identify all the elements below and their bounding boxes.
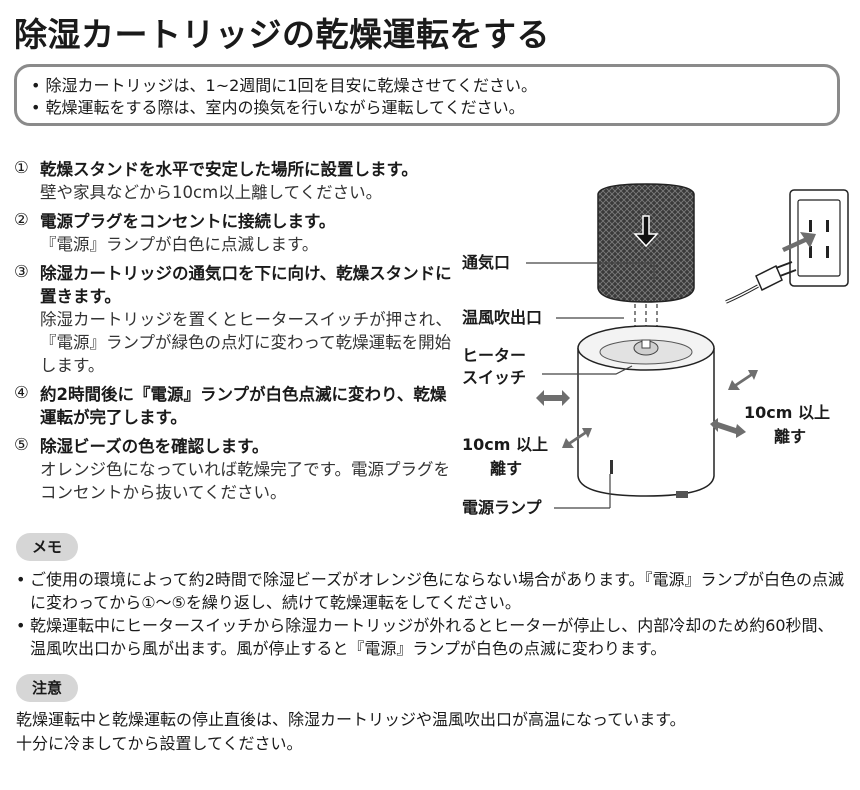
caution-badge: 注意	[16, 674, 79, 702]
illustration-svg	[526, 183, 849, 509]
step-main: 除湿カートリッジの通気口を下に向け、乾燥スタンドに置きます。	[40, 264, 452, 306]
step-sub: 『電源』ランプが白色に点滅します。	[40, 235, 319, 254]
notice-item: 乾燥運転をする際は、室内の換気を行いながら運転してください。	[31, 97, 837, 119]
distance-left-label-1: 10cm 以上	[462, 435, 548, 454]
wall-outlet-icon	[789, 189, 849, 287]
warm-air-outlet-label: 温風吹出口	[462, 308, 543, 327]
drying-stand-illustration: 通気口 温風吹出口 ヒーター スイッチ 10cm 以上 離す 10cm 以上 離…	[456, 176, 856, 526]
drying-stand-icon	[577, 325, 715, 498]
vent-label: 通気口	[462, 253, 511, 272]
step-1: ① 乾燥スタンドを水平で安定した場所に設置します。 壁や家具などから10cm以上…	[14, 158, 454, 204]
notice-item: 除湿カートリッジは、1~2週間に1回を目安に乾燥させてください。	[31, 75, 837, 97]
distance-right-label-1: 10cm 以上	[744, 403, 830, 422]
step-number: ⑤	[14, 435, 29, 454]
step-sub: オレンジ色になっていれば乾燥完了です。電源プラグをコンセントから抜いてください。	[40, 460, 451, 502]
step-number: ①	[14, 158, 29, 177]
step-sub: 壁や家具などから10cm以上離してください。	[40, 183, 383, 202]
step-number: ②	[14, 210, 29, 229]
distance-right-label-2: 離す	[774, 427, 807, 446]
caution-text: 乾燥運転中と乾燥運転の停止直後は、除湿カートリッジや温風吹出口が高温になっていま…	[16, 708, 846, 756]
step-number: ④	[14, 383, 29, 402]
distance-left-label-2: 離す	[490, 459, 523, 478]
memo-item: ご使用の環境によって約2時間で除湿ビーズがオレンジ色にならない場合があります。『…	[16, 568, 846, 614]
page-title: 除湿カートリッジの乾燥運転をする	[14, 15, 550, 54]
cartridge-icon	[597, 183, 695, 303]
memo-item: 乾燥運転中にヒータースイッチから除湿カートリッジが外れるとヒーターが停止し、内部…	[16, 614, 846, 660]
notice-box: 除湿カートリッジは、1~2週間に1回を目安に乾燥させてください。 乾燥運転をする…	[14, 64, 840, 126]
heater-switch-label-1: ヒーター	[462, 346, 527, 365]
step-sub: 除湿カートリッジを置くとヒータースイッチが押され、『電源』ランプが緑色の点灯に変…	[40, 310, 452, 375]
step-number: ③	[14, 262, 29, 281]
memo-list: ご使用の環境によって約2時間で除湿ビーズがオレンジ色にならない場合があります。『…	[16, 568, 846, 660]
step-main: 乾燥スタンドを水平で安定した場所に設置します。	[40, 160, 418, 179]
memo-badge: メモ	[16, 533, 79, 561]
leader-lines	[526, 262, 655, 509]
step-main: 約2時間後に『電源』ランプが白色点滅に変わり、乾燥運転が完了します。	[40, 385, 447, 427]
distance-arrow-icon	[536, 370, 758, 448]
step-5: ⑤ 除湿ビーズの色を確認します。 オレンジ色になっていれば乾燥完了です。電源プラ…	[14, 435, 454, 504]
caution-line: 乾燥運転中と乾燥運転の停止直後は、除湿カートリッジや温風吹出口が高温になっていま…	[16, 710, 686, 729]
step-main: 電源プラグをコンセントに接続します。	[40, 212, 336, 231]
power-lamp-label: 電源ランプ	[462, 498, 542, 517]
step-4: ④ 約2時間後に『電源』ランプが白色点滅に変わり、乾燥運転が完了します。	[14, 383, 454, 429]
power-plug-icon	[725, 232, 816, 304]
step-2: ② 電源プラグをコンセントに接続します。 『電源』ランプが白色に点滅します。	[14, 210, 454, 256]
heater-switch-label-2: スイッチ	[462, 368, 527, 387]
caution-line: 十分に冷ましてから設置してください。	[16, 734, 303, 753]
step-list: ① 乾燥スタンドを水平で安定した場所に設置します。 壁や家具などから10cm以上…	[14, 158, 454, 510]
step-main: 除湿ビーズの色を確認します。	[40, 437, 269, 456]
power-lamp-indicator	[610, 460, 613, 474]
step-3: ③ 除湿カートリッジの通気口を下に向け、乾燥スタンドに置きます。 除湿カートリッ…	[14, 262, 454, 377]
